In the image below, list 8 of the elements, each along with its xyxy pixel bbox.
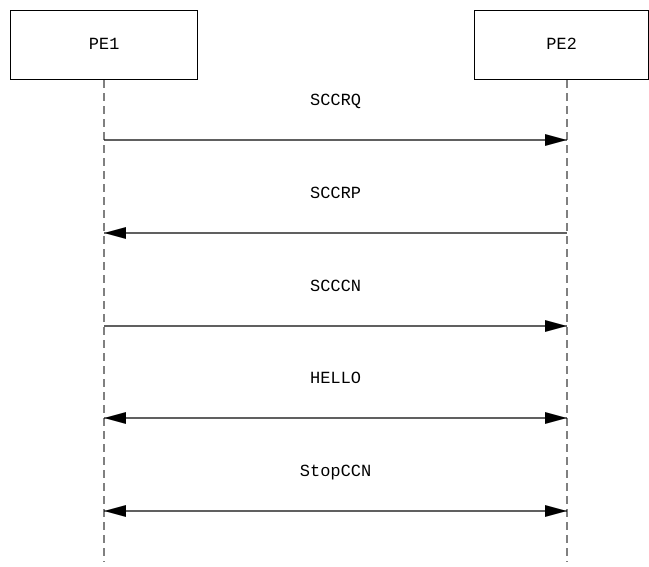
message-arrow: [104, 412, 567, 424]
message-arrow: [104, 505, 567, 517]
participant-name: PE1: [88, 36, 120, 54]
message-arrow: [104, 134, 567, 146]
message-label: SCCRQ: [308, 92, 363, 111]
message-arrow: [104, 227, 567, 239]
participant-name: PE2: [546, 36, 577, 54]
message-arrow: [104, 320, 567, 332]
